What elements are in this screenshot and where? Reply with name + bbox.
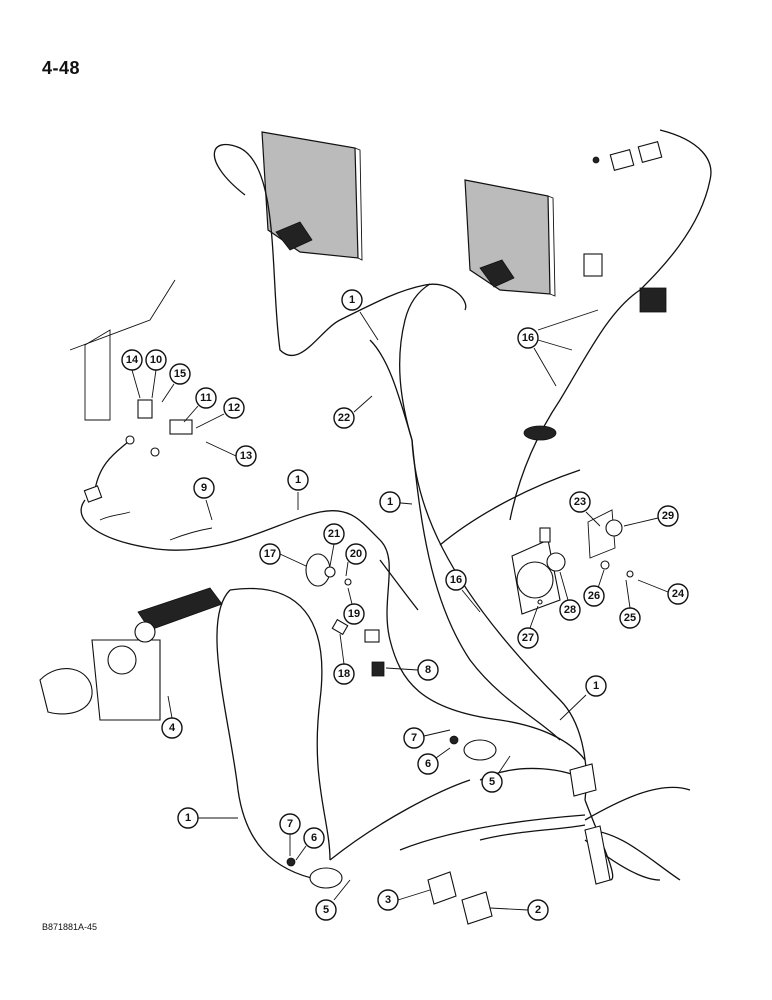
- callout-8: 8: [385, 659, 439, 681]
- svg-text:29: 29: [662, 510, 674, 522]
- figure-code: B871881A-45: [42, 922, 98, 932]
- harness-wires: [80, 129, 712, 881]
- callout-6: 6: [417, 747, 451, 775]
- callout-11: 11: [183, 387, 217, 423]
- svg-text:15: 15: [174, 368, 186, 380]
- callout-1: 1: [559, 675, 607, 721]
- callout-14: 14: [121, 349, 143, 399]
- svg-text:20: 20: [350, 548, 362, 560]
- upper-right-connectors: [583, 141, 667, 313]
- callout-1: 1: [379, 491, 413, 513]
- switch-assembly: [305, 553, 385, 677]
- callout-13: 13: [205, 441, 257, 467]
- svg-text:21: 21: [328, 528, 340, 540]
- callout-21: 21: [323, 523, 345, 567]
- svg-text:1: 1: [593, 680, 599, 692]
- svg-text:27: 27: [522, 632, 534, 644]
- right-lamp: [464, 179, 556, 297]
- callout-18: 18: [333, 633, 355, 685]
- callout-27: 27: [517, 605, 539, 649]
- svg-text:22: 22: [338, 412, 350, 424]
- callout-16: 16: [517, 309, 599, 387]
- svg-text:5: 5: [489, 776, 495, 788]
- callout-7: 7: [403, 727, 451, 749]
- svg-text:19: 19: [348, 608, 360, 620]
- page-number: 4-48: [42, 58, 81, 78]
- fittings: [427, 871, 493, 925]
- svg-text:6: 6: [311, 832, 317, 844]
- svg-text:2: 2: [535, 904, 541, 916]
- callout-19: 19: [343, 587, 365, 625]
- svg-text:16: 16: [450, 574, 462, 586]
- rear-connector-panel: [39, 587, 223, 721]
- svg-text:26: 26: [588, 590, 600, 602]
- callouts: 1 1 1 1 1 2 3: [121, 289, 689, 921]
- svg-text:11: 11: [200, 392, 212, 404]
- callout-17: 17: [259, 543, 307, 567]
- callout-20: 20: [345, 543, 367, 577]
- svg-text:12: 12: [228, 402, 240, 414]
- svg-text:24: 24: [672, 588, 685, 600]
- svg-text:14: 14: [126, 354, 139, 366]
- callout-9: 9: [193, 477, 215, 521]
- svg-text:16: 16: [522, 332, 534, 344]
- motor-assembly: [511, 509, 634, 615]
- svg-text:7: 7: [411, 732, 417, 744]
- callout-12: 12: [195, 397, 245, 429]
- callout-10: 10: [145, 349, 167, 399]
- svg-text:6: 6: [425, 758, 431, 770]
- callout-24: 24: [637, 579, 689, 605]
- switch-bracket: [69, 279, 213, 541]
- svg-text:10: 10: [150, 354, 162, 366]
- svg-text:1: 1: [295, 474, 301, 486]
- callout-7: 7: [279, 813, 301, 856]
- svg-text:4: 4: [169, 722, 176, 734]
- callout-28: 28: [559, 571, 581, 621]
- svg-text:1: 1: [387, 496, 393, 508]
- callout-25: 25: [619, 579, 641, 629]
- clamps: [286, 425, 611, 889]
- svg-text:8: 8: [425, 664, 431, 676]
- left-lamp: [261, 131, 363, 261]
- svg-text:18: 18: [338, 668, 350, 680]
- callout-5: 5: [315, 879, 351, 921]
- svg-text:13: 13: [240, 450, 252, 462]
- callout-1: 1: [287, 469, 309, 510]
- svg-text:17: 17: [264, 548, 276, 560]
- svg-text:28: 28: [564, 604, 576, 616]
- callout-2: 2: [489, 899, 549, 921]
- callout-29: 29: [623, 505, 679, 527]
- svg-text:23: 23: [574, 496, 586, 508]
- callout-16: 16: [445, 569, 481, 613]
- svg-text:5: 5: [323, 904, 329, 916]
- callout-4: 4: [161, 695, 183, 739]
- svg-text:25: 25: [624, 612, 636, 624]
- callout-6: 6: [295, 827, 325, 861]
- callout-26: 26: [583, 569, 605, 607]
- svg-text:1: 1: [349, 294, 355, 306]
- callout-15: 15: [161, 363, 191, 403]
- callout-3: 3: [377, 889, 431, 911]
- callout-23: 23: [569, 491, 601, 527]
- svg-text:7: 7: [287, 818, 293, 830]
- callout-5: 5: [481, 755, 511, 793]
- callout-22: 22: [333, 395, 373, 429]
- callout-1: 1: [177, 807, 238, 829]
- svg-text:9: 9: [201, 482, 207, 494]
- svg-text:3: 3: [385, 894, 391, 906]
- callout-1: 1: [341, 289, 379, 341]
- svg-text:1: 1: [185, 812, 191, 824]
